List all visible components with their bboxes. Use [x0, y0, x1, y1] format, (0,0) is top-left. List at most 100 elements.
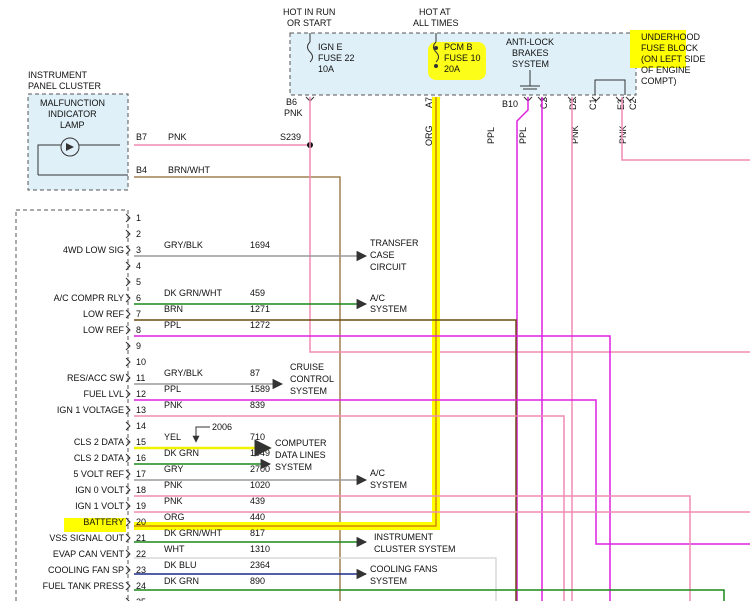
dest-ac1-2: SYSTEM — [370, 304, 407, 314]
pin-mark — [125, 229, 131, 239]
dest-cluster-2: CLUSTER SYSTEM — [374, 544, 456, 554]
pin-function-label: IGN 1 VOLTAGE — [57, 405, 124, 415]
pin-mark — [125, 277, 131, 287]
pin-circuit-number: 439 — [250, 496, 265, 506]
wire-b4-color: BRN/WHT — [168, 165, 210, 175]
dest-transfer-3: CIRCUIT — [370, 262, 407, 272]
dest-computer-1: COMPUTER — [275, 438, 327, 448]
pin-function-label: 4WD LOW SIG — [63, 245, 124, 255]
pin-b7: B7 — [136, 132, 147, 142]
pin-wire-color: GRY/BLK — [164, 368, 203, 378]
pin-function-label: IGN 0 VOLT — [75, 485, 124, 495]
pin-mark — [125, 549, 131, 559]
pin-circuit-number: 710 — [250, 432, 265, 442]
dest-cruise-2: CONTROL — [290, 374, 334, 384]
pin-number: 1 — [136, 213, 141, 223]
pin-wire-color: DK GRN/WHT — [164, 288, 222, 298]
pin-a7: A7 — [424, 97, 434, 108]
cluster-title-1: INSTRUMENT — [28, 70, 87, 80]
pin-wire-color: DK GRN — [164, 448, 199, 458]
pin-function-label: CLS 2 DATA — [74, 437, 124, 447]
abs-label-1: ANTI-LOCK — [506, 37, 554, 47]
pin-circuit-number: 1020 — [250, 480, 270, 490]
pin-circuit-number: 1694 — [250, 240, 270, 250]
pin-number: 15 — [136, 437, 146, 447]
mil-label-3: LAMP — [60, 120, 85, 130]
pin-mark — [125, 373, 131, 383]
pin-d2-color: PNK — [570, 125, 580, 144]
pin-wire-color: WHT — [164, 544, 185, 554]
pin-function-label: 5 VOLT REF — [73, 469, 124, 479]
pin-mark — [125, 485, 131, 495]
pin-mark — [125, 325, 131, 335]
pin-circuit-number: 87 — [250, 368, 260, 378]
pin-wire-color: PNK — [164, 480, 183, 490]
pin-number: 5 — [136, 277, 141, 287]
pin-wire-color: DK BLU — [164, 560, 197, 570]
fuse-22-line3: 10A — [318, 64, 334, 74]
pin-b6-color: PNK — [284, 108, 303, 118]
pin-function-label: EVAP CAN VENT — [53, 549, 125, 559]
pin-function-label: FUEL LVL — [83, 389, 124, 399]
pin-e3-color: PNK — [618, 125, 628, 144]
pin-mark — [125, 565, 131, 575]
pin-function-label: LOW REF — [83, 325, 125, 335]
pin-function-label: COOLING FAN SP — [48, 565, 124, 575]
pin-number: 22 — [136, 549, 146, 559]
dest-cruise-3: SYSTEM — [290, 386, 327, 396]
pin-number: 23 — [136, 565, 146, 575]
hot-run-label-1: HOT IN RUN — [283, 7, 335, 17]
pin-wire-color: DK GRN/WHT — [164, 528, 222, 538]
pin-c2-a: C2 — [539, 97, 549, 109]
dest-ac2-2: SYSTEM — [370, 480, 407, 490]
hot-run-label-2: OR START — [287, 18, 332, 28]
annotation-2006: 2006 — [212, 422, 232, 432]
pin-function-label: BATTERY — [83, 517, 124, 527]
pin-wire-color: YEL — [164, 432, 181, 442]
dest-ac1-1: A/C — [370, 293, 386, 303]
dest-ac2-1: A/C — [370, 468, 386, 478]
pin-number: 9 — [136, 341, 141, 351]
pin-mark — [125, 437, 131, 447]
underhood-label-1: UNDERHOOD — [641, 32, 701, 42]
dest-cluster-1: INSTRUMENT — [374, 532, 433, 542]
dest-cooling-1: COOLING FANS — [370, 564, 438, 574]
pin-number: 7 — [136, 309, 141, 319]
pin-function-label: FUEL TANK PRESS — [43, 581, 124, 591]
pin-mark — [125, 421, 131, 431]
pin-number: 14 — [136, 421, 146, 431]
pin-circuit-number: 2364 — [250, 560, 270, 570]
pin-mark — [125, 533, 131, 543]
pin-mark — [125, 389, 131, 399]
pin-number: 6 — [136, 293, 141, 303]
pin-b10-color: PPL — [486, 127, 496, 144]
pin-wire-color: PPL — [164, 384, 181, 394]
pin-number: 19 — [136, 501, 146, 511]
pin-circuit-number: 1049 — [250, 448, 270, 458]
pin-wire-color: BRN — [164, 304, 183, 314]
pin-function-label: LOW REF — [83, 309, 125, 319]
mil-label-1: MALFUNCTION — [40, 98, 105, 108]
pin-mark — [125, 261, 131, 271]
pin-number: 12 — [136, 389, 146, 399]
abs-label-2: BRAKES — [512, 48, 549, 58]
pin-c2-a-color: PPL — [518, 127, 528, 144]
fuse-10-line2: FUSE 10 — [444, 53, 481, 63]
hot-all-label-1: HOT AT — [419, 7, 451, 17]
pin-wire-color: PNK — [164, 400, 183, 410]
underhood-label-3: (ON LEFT SIDE — [641, 54, 705, 64]
pin-circuit-number: 1272 — [250, 320, 270, 330]
pin-circuit-number: 1310 — [250, 544, 270, 554]
pin-number: 3 — [136, 245, 141, 255]
dest-cooling-2: SYSTEM — [370, 576, 407, 586]
pin-e3: E3 — [616, 99, 626, 110]
pin-number: 13 — [136, 405, 146, 415]
pin-mark — [125, 517, 131, 527]
underhood-highlight — [630, 30, 686, 68]
pin-number: 17 — [136, 469, 146, 479]
dest-transfer-1: TRANSFER — [370, 238, 419, 248]
pin-mark — [125, 309, 131, 319]
pin-mark — [125, 357, 131, 367]
mil-label-2: INDICATOR — [48, 109, 97, 119]
